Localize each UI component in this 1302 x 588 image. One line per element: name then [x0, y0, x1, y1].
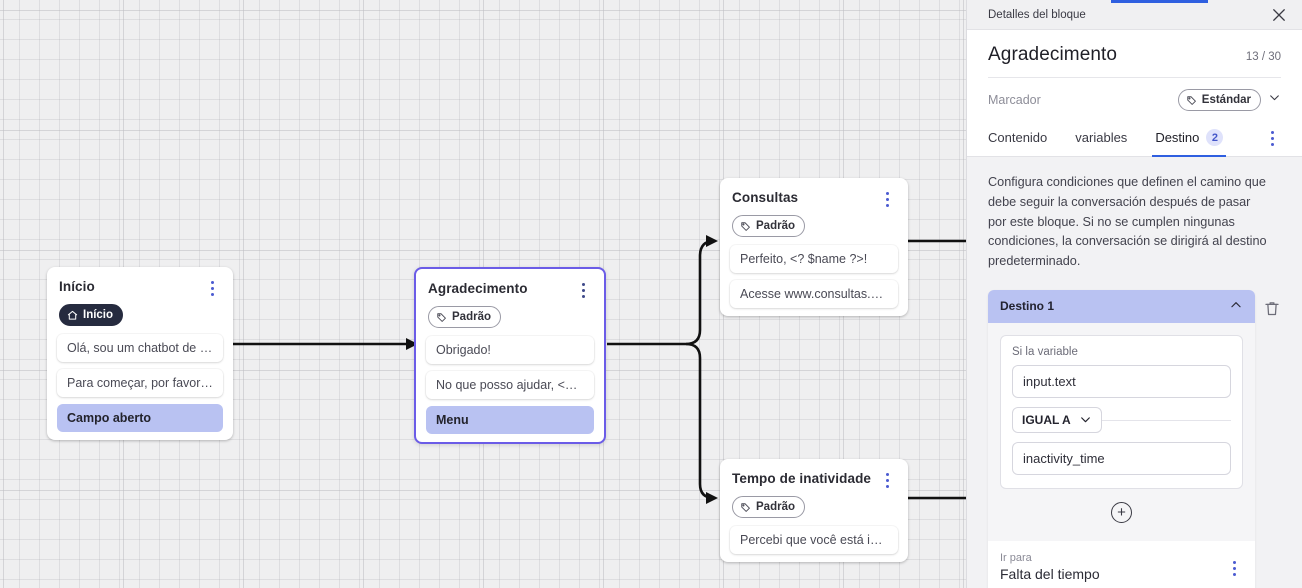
node-header: Tempo de inatividade	[720, 459, 908, 489]
flow-node-agradecimento[interactable]: Agradecimento Padrão Obrigado! No que po…	[414, 267, 606, 445]
panel-overflow-menu[interactable]	[1265, 123, 1281, 156]
node-badge-default: Padrão	[732, 215, 805, 238]
top-accent-bar	[1111, 0, 1208, 3]
node-badge-row: Início	[47, 297, 233, 330]
flow-canvas[interactable]: Início Início Olá, sou um chatbot de tes…	[0, 0, 966, 588]
flow-node-tempo-de-inatividade[interactable]: Tempo de inatividade Padrão Percebi que …	[720, 459, 908, 563]
chevron-down-icon[interactable]	[1268, 91, 1281, 109]
node-row[interactable]: Obrigado!	[426, 336, 594, 365]
destination-card-title: Destino 1	[1000, 299, 1055, 314]
tag-icon	[741, 502, 750, 512]
compare-value-input[interactable]: inactivity_time	[1012, 441, 1231, 475]
node-rows: Perfeito, <? $name ?>! Acesse www.consul…	[720, 241, 908, 309]
panel-content: Configura condiciones que definen el cam…	[967, 157, 1302, 588]
tag-icon	[1187, 95, 1196, 105]
tab-label: variables	[1075, 130, 1128, 146]
destination-description: Configura condiciones que definen el cam…	[988, 175, 1267, 269]
node-badge-start: Início	[59, 304, 124, 327]
condition-box: Si la variable input.text IGUAL A	[1000, 334, 1243, 489]
home-icon	[67, 310, 78, 320]
block-details-panel: Detalles del bloque Agradecimento 13 / 3…	[966, 0, 1302, 588]
node-menu-icon[interactable]	[880, 190, 896, 208]
goto-value: Falta del tiempo	[1000, 565, 1100, 582]
destination-1-wrapper: Destino 1 Si la variable input.text	[988, 289, 1281, 588]
panel-topbar-label: Detalles del bloque	[988, 8, 1086, 21]
goto-text: Ir para Falta del tiempo	[1000, 552, 1100, 584]
panel-topbar: Detalles del bloque	[967, 0, 1302, 30]
node-menu-icon[interactable]	[205, 279, 221, 297]
plus-circle-icon[interactable]: +	[1111, 501, 1132, 523]
tag-icon	[437, 312, 446, 322]
goto-label: Ir para	[1000, 551, 1032, 564]
destination-card-body: Si la variable input.text IGUAL A	[988, 323, 1255, 541]
node-badge-label: Início	[83, 309, 114, 321]
node-menu-icon[interactable]	[576, 281, 592, 299]
node-badge-label: Padrão	[756, 501, 795, 513]
char-counter: 13 / 30	[1245, 51, 1281, 63]
panel-tabs: Contenido variables Destino 2	[967, 123, 1302, 158]
tab-variables[interactable]: variables	[1075, 123, 1127, 156]
flow-node-inicio[interactable]: Início Início Olá, sou um chatbot de tes…	[47, 267, 233, 441]
panel-title-row: Agradecimento 13 / 30	[988, 30, 1281, 78]
node-row[interactable]: Acesse www.consultas.com par...	[730, 280, 898, 309]
node-row[interactable]: Para começar, por favor digite o ...	[57, 369, 223, 398]
node-title: Início	[59, 279, 95, 294]
node-badge-label: Padrão	[452, 311, 491, 323]
goto-row[interactable]: Ir para Falta del tiempo	[988, 540, 1255, 588]
node-row[interactable]: Olá, sou um chatbot de teste!	[57, 334, 223, 363]
node-badge-default: Padrão	[732, 496, 805, 519]
node-header: Agradecimento	[416, 269, 604, 299]
node-menu-icon[interactable]	[880, 471, 896, 489]
node-badge-label: Padrão	[756, 220, 795, 232]
flow-node-consultas[interactable]: Consultas Padrão Perfeito, <? $name ?>! …	[720, 178, 908, 317]
tab-count-badge: 2	[1206, 129, 1224, 147]
node-rows: Obrigado! No que posso ajudar, <? $name …	[416, 332, 604, 435]
node-row[interactable]: Menu	[426, 406, 594, 435]
operator-select[interactable]: IGUAL A	[1012, 406, 1102, 433]
marker-badge[interactable]: Estándar	[1177, 89, 1261, 112]
marker-badge-label: Estándar	[1201, 94, 1251, 106]
variable-input[interactable]: input.text	[1012, 364, 1231, 398]
node-badge-default: Padrão	[428, 306, 501, 329]
operator-row: IGUAL A	[1012, 406, 1231, 433]
node-title: Tempo de inatividade	[732, 471, 872, 486]
tab-label: Contenido	[988, 130, 1048, 146]
condition-label: Si la variable	[1012, 345, 1078, 358]
tab-contenido[interactable]: Contenido	[988, 123, 1047, 156]
tab-destino[interactable]: Destino 2	[1152, 123, 1227, 158]
node-badge-row: Padrão	[720, 489, 908, 522]
chevron-down-icon	[1080, 417, 1090, 423]
kebab-menu-icon[interactable]	[1265, 129, 1281, 147]
node-header: Consultas	[720, 178, 908, 208]
tag-icon	[741, 221, 750, 231]
node-row[interactable]: Perfeito, <? $name ?>!	[730, 245, 898, 274]
goto-menu-icon[interactable]	[1227, 559, 1243, 577]
close-icon[interactable]	[1270, 6, 1288, 24]
tab-label: Destino	[1155, 130, 1200, 146]
marker-control[interactable]: Estándar	[1177, 89, 1281, 112]
destination-card: Destino 1 Si la variable input.text	[988, 289, 1255, 588]
add-condition-row: +	[1000, 489, 1243, 529]
node-rows: Percebi que você está inativo. C...	[720, 522, 908, 555]
trash-icon[interactable]	[1263, 299, 1281, 319]
marker-row: Marcador Estándar	[988, 78, 1281, 123]
node-row[interactable]: No que posso ajudar, <? $name ...	[426, 371, 594, 400]
panel-header-area: Agradecimento 13 / 30 Marcador Estándar	[967, 30, 1302, 158]
operator-label: IGUAL A	[1022, 412, 1071, 427]
node-title: Consultas	[732, 190, 799, 205]
node-rows: Olá, sou um chatbot de teste! Para começ…	[47, 330, 233, 433]
marker-label: Marcador	[988, 93, 1041, 108]
destination-card-header[interactable]: Destino 1	[988, 289, 1255, 323]
node-row[interactable]: Percebi que você está inativo. C...	[730, 526, 898, 555]
node-badge-row: Padrão	[720, 208, 908, 241]
page-title: Agradecimento	[988, 44, 1118, 65]
chevron-up-icon[interactable]	[1229, 298, 1243, 315]
node-badge-row: Padrão	[416, 299, 604, 332]
node-header: Início	[47, 267, 233, 297]
node-row[interactable]: Campo aberto	[57, 404, 223, 433]
node-title: Agradecimento	[428, 281, 528, 296]
